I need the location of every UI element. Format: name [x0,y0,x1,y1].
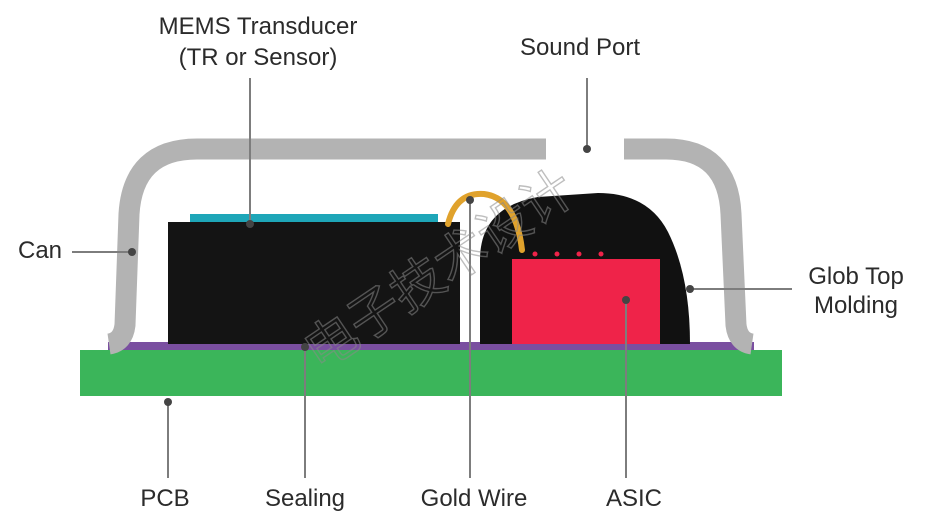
leader-dot-sound-port [583,145,591,153]
asic-bond-pad [554,251,560,257]
can-shell [106,138,546,355]
asic-bond-pad [532,251,538,257]
label-pcb: PCB [140,485,189,512]
label-glob-top-line1: Glob Top [808,263,904,290]
leader-dot-gold-wire [466,196,474,204]
label-sound-port: Sound Port [520,34,640,61]
leader-dot-glob-top [686,285,694,293]
can-shell-right [624,138,755,355]
label-sealing: Sealing [265,485,345,512]
gold-wire [445,190,525,253]
label-glob-top-line2: Molding [814,292,898,319]
sealing-layer [108,342,754,350]
leader-dot-mems [246,220,254,228]
asic-bond-pad [576,251,582,257]
leader-lines [72,78,792,478]
leader-dot-asic [622,296,630,304]
label-mems-line2: (TR or Sensor) [179,44,338,71]
mems-membrane [190,214,438,222]
label-can: Can [18,237,62,264]
asic-chip [512,259,660,344]
leader-dot-can [128,248,136,256]
asic-bond-pad [598,251,604,257]
label-mems-line1: MEMS Transducer [159,13,358,40]
pcb-board [80,350,782,396]
mems-die [168,222,460,344]
label-gold-wire: Gold Wire [421,485,528,512]
leader-dot-sealing [301,343,309,351]
leader-dot-pcb [164,398,172,406]
label-asic: ASIC [606,485,662,512]
